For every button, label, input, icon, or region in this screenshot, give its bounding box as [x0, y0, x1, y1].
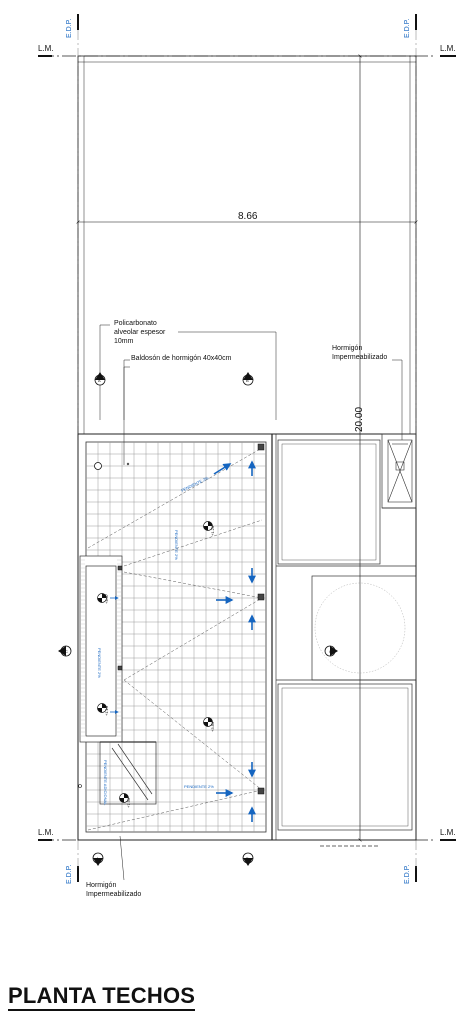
section-marker-c-left [58, 645, 72, 657]
level-marker [119, 793, 129, 803]
lm-label-top-left: L.M. [38, 44, 54, 53]
note-leaders [99, 324, 403, 881]
hormigon-note-bottom-line1: Hormigón [86, 882, 116, 889]
edp-marks [77, 14, 417, 882]
section-marker-a-bottom [92, 852, 104, 866]
slope-label-vertical: PENDIENTE 2% [174, 530, 179, 560]
section-label-c-left: C [65, 649, 68, 654]
hormigon-note-top-line2: Impermeabilizado [332, 354, 387, 361]
section-label-a-bottom: A [96, 856, 99, 861]
section-marker-c-right [324, 645, 338, 657]
level-label-1: +4.07 [104, 593, 109, 604]
tile-mark [126, 462, 130, 466]
section-label-b-top: B [246, 378, 249, 383]
level-marker [203, 521, 213, 531]
section-label-b-bottom: B [246, 856, 249, 861]
edp-label-bottom-right: E.D.P. [404, 865, 411, 884]
tiled-terrace [85, 441, 267, 833]
slope-lines [87, 447, 263, 831]
policarbonato-note-line1: Policarbonato [114, 320, 157, 327]
level-label-2: +1.13 [104, 705, 109, 716]
drains [117, 443, 265, 795]
baldoson-note: Baldosón de hormigón 40x40cm [131, 355, 232, 362]
section-label-c-right: C [329, 649, 332, 654]
vent-hood [387, 439, 413, 503]
policarbonato-note-line2: alveolar espesor [114, 329, 166, 336]
concrete-roof-zones [276, 433, 417, 847]
building-outline [77, 433, 417, 841]
section-label-a-top: A [98, 378, 101, 383]
level-marker [97, 593, 107, 603]
slope-label-bottom: PENDIENTE 2% [184, 784, 214, 789]
edp-label-top-right: E.D.P. [404, 19, 411, 38]
level-label-4: +3.83 [210, 721, 215, 732]
edp-label-top-left: E.D.P. [66, 19, 73, 38]
skylight-slope-label: PENDIENTE 2% [97, 648, 102, 678]
drain-round [94, 462, 102, 470]
level-markers [97, 521, 213, 803]
edp-label-bottom-left: E.D.P. [66, 865, 73, 884]
length-dimension-label: 20.00 [354, 407, 365, 432]
stair-slope-label: PENDIENTE ADICIONAL [103, 760, 108, 806]
section-marker-b-bottom [242, 852, 254, 866]
page-title: PLANTA TECHOS [8, 984, 196, 1011]
small-drain [78, 784, 82, 788]
hormigon-note-top-line1: Hormigón [332, 345, 362, 352]
policarbonato-note-line3: 10mm [114, 338, 134, 345]
level-marker [97, 703, 107, 713]
section-marker-b-top [242, 372, 254, 386]
section-marker-a-top [94, 372, 106, 386]
lm-label-top-right: L.M. [440, 44, 456, 53]
lm-label-bottom-right: L.M. [440, 828, 456, 837]
lm-label-bottom-left: L.M. [38, 828, 54, 837]
staircase [99, 741, 157, 805]
slope-arrows [110, 460, 256, 822]
hormigon-note-bottom-line2: Impermeabilizado [86, 891, 141, 898]
level-marker [203, 717, 213, 727]
level-label-5: +7.95 [126, 797, 131, 808]
level-label-3: +1.20 [210, 525, 215, 536]
width-dimension-label: 8.66 [238, 211, 258, 222]
